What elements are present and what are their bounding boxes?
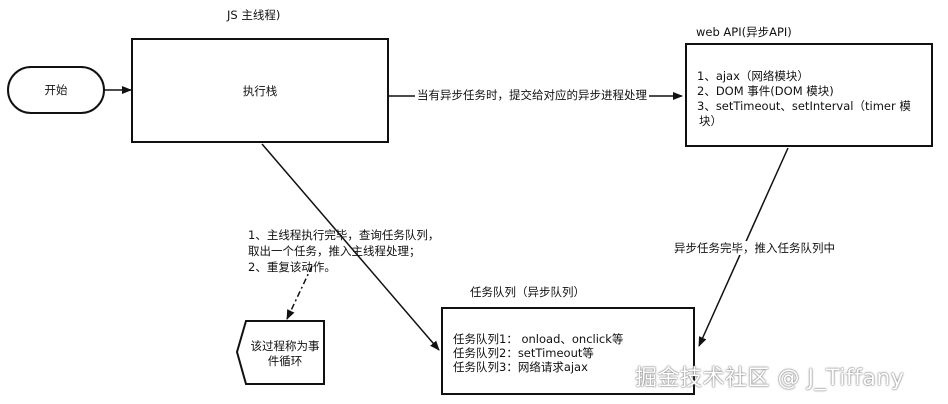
task-queue-item: 任务队列1： onload、onclick等 [453,332,624,346]
task-queue-title: 任务队列（异步队列） [470,285,585,299]
watermark: 掘金技术社区 @ J_Tiffany [635,366,905,391]
web-api-title: web API(异步API) [696,25,792,39]
event-loop-line: 件循环 [267,354,303,368]
main-thread-title: JS 主线程) [227,8,281,22]
main-thread-steps: 1、主线程执行完毕，查询任务队列， 取出一个任务，推入主线程处理； 2、重复该动… [248,227,439,275]
async-done-label: 异步任务完毕，推入任务队列中 [672,241,837,255]
main-thread-step: 2、重复该动作。 [248,260,336,274]
main-thread-step: 取出一个任务，推入主线程处理； [248,244,421,258]
task-queue-item: 任务队列3：网络请求ajax [453,360,588,374]
task-queue-box: 任务队列1： onload、onclick等 任务队列2：setTimeout等… [441,307,695,395]
arrow-dashed-event-loop [286,265,313,320]
event-loop-label: 该过程称为事 件循环 [246,339,324,369]
web-api-line: 3、setTimeout、setInterval（timer 模 [697,99,911,113]
web-api-line: 1、ajax（网络模块） [697,69,809,83]
start-node-label: 开始 [44,83,68,97]
execution-stack-label: 执行栈 [242,83,278,98]
execution-stack-box: 执行栈 [131,38,389,143]
task-queue-item: 任务队列2：setTimeout等 [453,346,594,360]
main-thread-step: 1、主线程执行完毕，查询任务队列， [248,228,440,242]
arrow-to-webapi-label: 当有异步任务时，提交给对应的异步进程处理 [415,88,649,102]
web-api-box: 1、ajax（网络模块） 2、DOM 事件(DOM 模块) 3、setTimeo… [685,43,933,147]
arrow-stack-to-queue [261,143,440,351]
event-loop-line: 该过程称为事 [250,339,320,353]
web-api-line: 块） [699,114,722,128]
start-node-shape [7,66,105,114]
event-loop-shape [235,320,325,385]
web-api-line: 2、DOM 事件(DOM 模块) [697,84,834,98]
